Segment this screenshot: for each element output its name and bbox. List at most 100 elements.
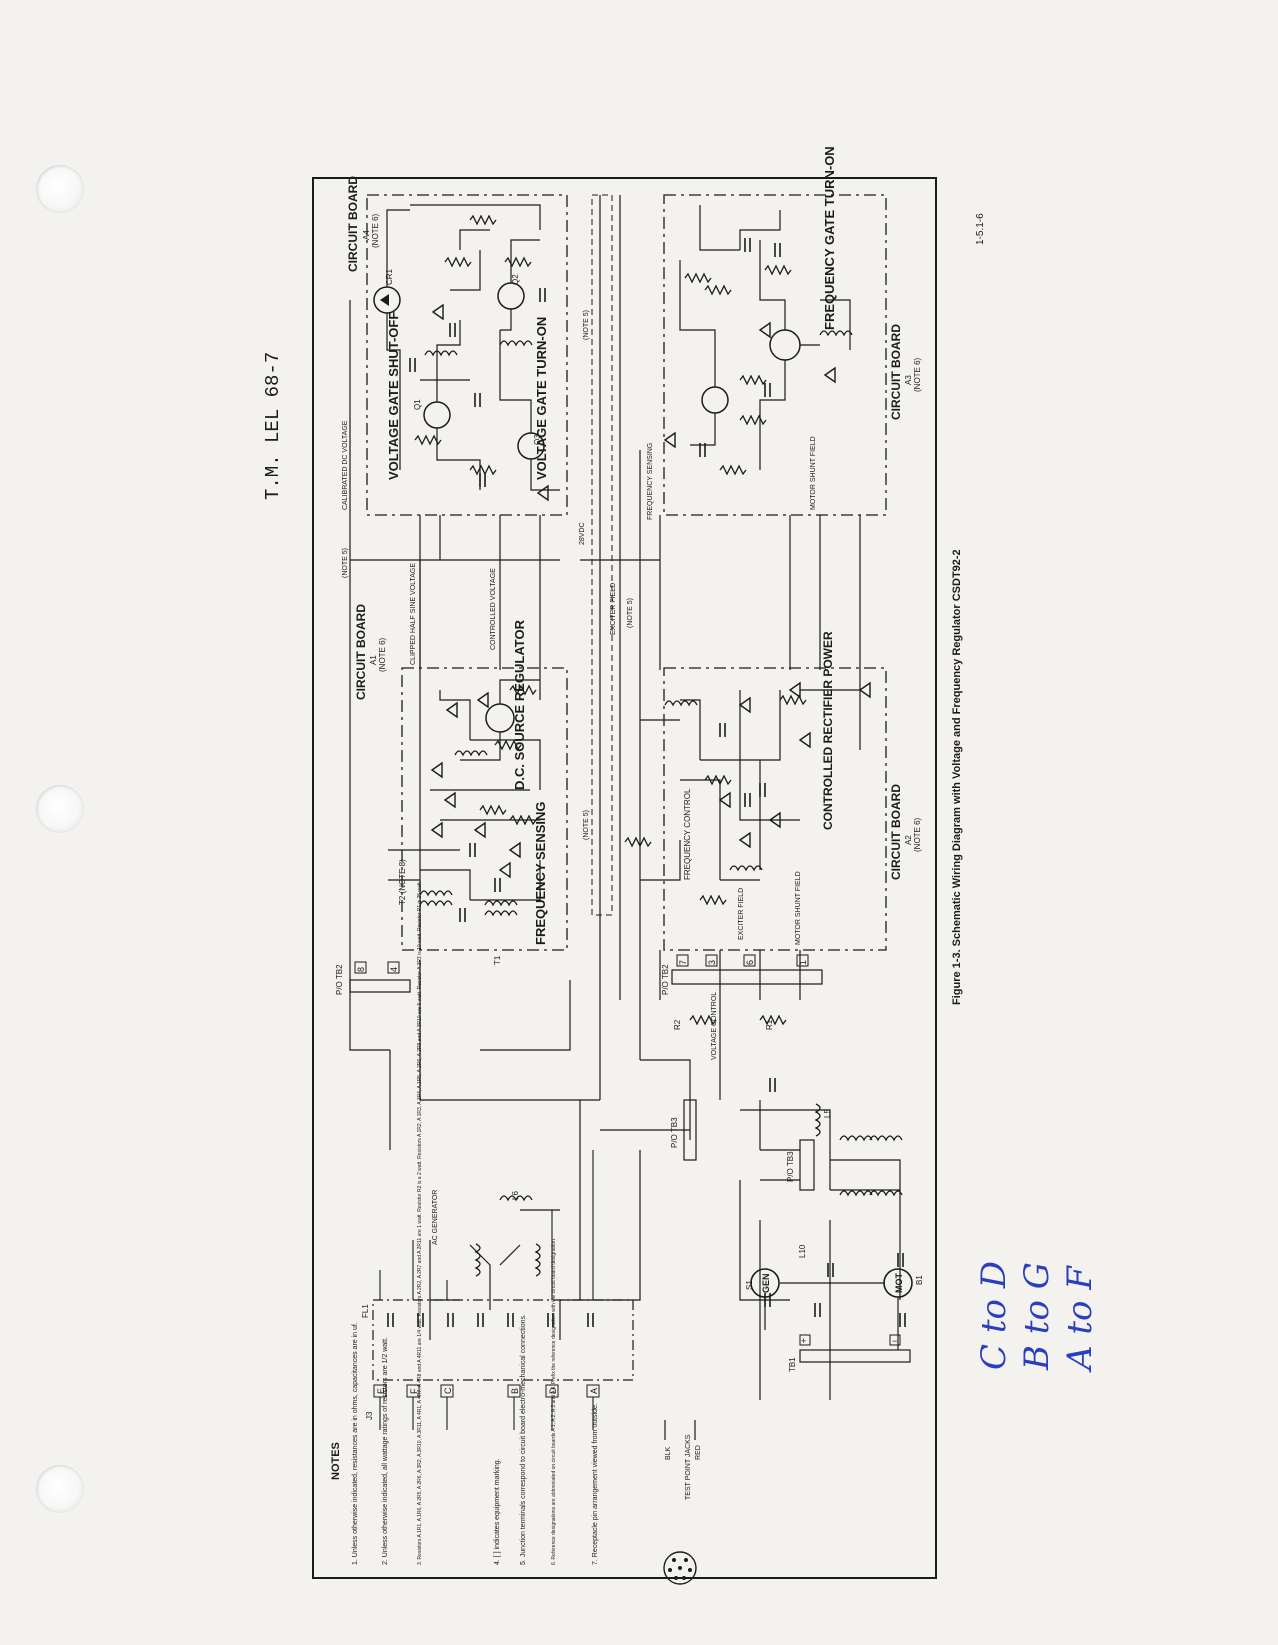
board-a1-ref: A1 xyxy=(369,655,378,665)
binder-hole-middle xyxy=(36,785,84,833)
q2-label: Q2 xyxy=(511,274,520,285)
ac-generator-label: AC GENERATOR xyxy=(432,1190,439,1245)
binder-hole-bottom xyxy=(36,1465,84,1513)
tb1-label: TB1 xyxy=(788,1357,797,1372)
tb2-strip-left xyxy=(349,979,411,993)
diagram-border xyxy=(312,177,937,1579)
section-controlled-rectifier-power: CONTROLLED RECTIFIER POWER xyxy=(821,631,835,830)
signal-calibrated-dc-voltage: CALIBRATED DC VOLTAGE xyxy=(342,420,349,510)
signal-exciter-field-a: EXCITER FIELD xyxy=(610,583,617,635)
signal-frequency-sensing: FREQUENCY SENSING xyxy=(647,443,654,520)
board-a2-note: (NOTE 6) xyxy=(913,817,922,852)
note-3: 3. Resistors A 1R1, A 1R6, A 2R5, A 2R6,… xyxy=(417,881,423,1565)
board-a4-note: (NOTE 6) xyxy=(371,213,380,248)
board-a3-ref: A3 xyxy=(904,375,913,385)
test-point-jacks-label: TEST POINT JACKS xyxy=(685,1434,692,1500)
notes-block: NOTES 1. Unless otherwise indicated, res… xyxy=(330,881,599,1565)
t1-label: T1 xyxy=(493,955,502,965)
tb3-label-lower: P/O TB3 xyxy=(786,1151,795,1182)
note5-label-c: (NOTE 5) xyxy=(627,598,634,628)
circuit-board-a1: CIRCUIT BOARD A1 (NOTE 6) xyxy=(354,604,568,951)
section-dc-source-regulator: D.C. SOURCE REGULATOR xyxy=(512,619,527,790)
terminal-d: D xyxy=(548,1387,558,1394)
board-a2-ref: A2 xyxy=(904,835,913,845)
terminal-f: F xyxy=(409,1388,419,1394)
tb2-label-left: P/O TB2 xyxy=(335,964,344,995)
signal-controlled-voltage: CONTROLLED VOLTAGE xyxy=(490,568,497,650)
tb-marker-4: 3 xyxy=(707,960,717,965)
note-5: 5. Junction terminals correspond to circ… xyxy=(520,1314,527,1565)
note-7: 7. Receptacle pin arrangement viewed fro… xyxy=(592,1403,599,1565)
binder-hole-top xyxy=(36,165,84,213)
handwritten-note-2: B to G xyxy=(1017,1262,1057,1371)
note5-label-d: (NOTE 5) xyxy=(342,548,349,578)
signal-motor-shunt-field-a: MOTOR SHUNT FIELD xyxy=(810,436,817,510)
j3-terminals: E F C B D A xyxy=(373,1384,600,1398)
terminal-a: A xyxy=(589,1388,599,1394)
tb-markers: 8 4 7 3 6 1 xyxy=(354,954,809,974)
tb3-upper xyxy=(683,1099,697,1161)
circuit-board-a2: CIRCUIT BOARD A2 (NOTE 6) xyxy=(663,667,922,951)
q1-label: Q1 xyxy=(413,399,422,410)
note5-label-a: (NOTE 5) xyxy=(583,310,590,340)
tb-marker-2: 4 xyxy=(389,967,399,972)
terminal-e: E xyxy=(376,1388,386,1394)
b1-label: B1 xyxy=(915,1275,924,1285)
board-a1-title: CIRCUIT BOARD xyxy=(354,604,368,700)
note-4: 4. [ ] indicates equipment marking. xyxy=(494,1458,501,1565)
jack-red: RED xyxy=(695,1445,702,1460)
note-6: 6. Reference designations are abbreviate… xyxy=(551,1238,557,1565)
page-number: 1-5.1-6 xyxy=(975,213,986,245)
tb3-lower xyxy=(799,1139,815,1191)
board-a4-title: CIRCUIT BOARD xyxy=(346,176,360,272)
tb3-label-upper: P/O TB3 xyxy=(670,1117,679,1148)
fl1-box xyxy=(372,1299,634,1381)
handwritten-note-1: C to D xyxy=(974,1261,1014,1370)
r1-label: R1 xyxy=(765,1019,774,1030)
jack-blk: BLK xyxy=(665,1446,672,1460)
tb-marker-1: 8 xyxy=(356,967,366,972)
l10-label: L10 xyxy=(798,1244,807,1258)
notes-heading: NOTES xyxy=(330,1442,342,1480)
svg-text:−: − xyxy=(892,1336,897,1346)
tb-marker-5: 6 xyxy=(745,960,755,965)
board-a2-title: CIRCUIT BOARD xyxy=(889,784,903,880)
board-a3-title: CIRCUIT BOARD xyxy=(889,324,903,420)
terminal-b: B xyxy=(510,1388,520,1394)
terminal-c: C xyxy=(443,1387,453,1394)
q3-label: Q3 xyxy=(533,434,542,445)
board-a4-ref: A4 xyxy=(362,230,371,240)
note5-label-b: (NOTE 5) xyxy=(583,810,590,840)
figure-caption: Figure 1-3. Schematic Wiring Diagram wit… xyxy=(951,549,963,1005)
board-a3-note: (NOTE 6) xyxy=(913,357,922,392)
fl1-label: FL1 xyxy=(361,1304,370,1318)
l5-label: L5 xyxy=(823,1109,832,1118)
signal-exciter-field-b: EXCITER FIELD xyxy=(738,888,745,940)
section-voltage-gate-shutoff: VOLTAGE GATE SHUT-OFF xyxy=(386,312,401,480)
receptacle-pin-diagram xyxy=(663,1551,697,1585)
tb2-label-right: P/O TB2 xyxy=(661,964,670,995)
note-2: 2. Unless otherwise indicated, all watta… xyxy=(382,1337,389,1565)
note-1: 1. Unless otherwise indicated, resistanc… xyxy=(352,1322,359,1565)
section-frequency-control: FREQUENCY CONTROL xyxy=(683,788,692,880)
j3-label: J3 xyxy=(365,1411,374,1420)
handwritten-note-3: A to F xyxy=(1060,1265,1100,1373)
cr1-label: CR1 xyxy=(385,268,394,285)
tb1-strip xyxy=(799,1349,911,1363)
section-voltage-gate-turnon: VOLTAGE GATE TURN-ON xyxy=(534,317,549,480)
circuit-board-a4: CIRCUIT BOARD A4 (NOTE 6) xyxy=(346,176,568,516)
section-frequency-gate-turnon: FREQUENCY GATE TURN-ON xyxy=(822,146,837,330)
signal-motor-shunt-field-b: MOTOR SHUNT FIELD xyxy=(795,871,802,945)
t2-label: T2 (NOTE 8) xyxy=(398,859,407,905)
signal-28vdc: 28VDC xyxy=(579,522,586,545)
board-a1-note: (NOTE 6) xyxy=(378,637,387,672)
tb-marker-6: 1 xyxy=(798,960,808,965)
doc-header: T.M. LEL 68-7 xyxy=(262,352,284,500)
circuit-board-a3: CIRCUIT BOARD A3 (NOTE 6) xyxy=(663,194,922,516)
tb-marker-3: 7 xyxy=(678,960,688,965)
voltage-control-label: VOLTAGE CONTROL xyxy=(711,992,718,1060)
l6-label: L6 xyxy=(511,1191,520,1200)
tb2-strip-right xyxy=(671,969,823,985)
mot-label: MOT xyxy=(894,1273,904,1293)
